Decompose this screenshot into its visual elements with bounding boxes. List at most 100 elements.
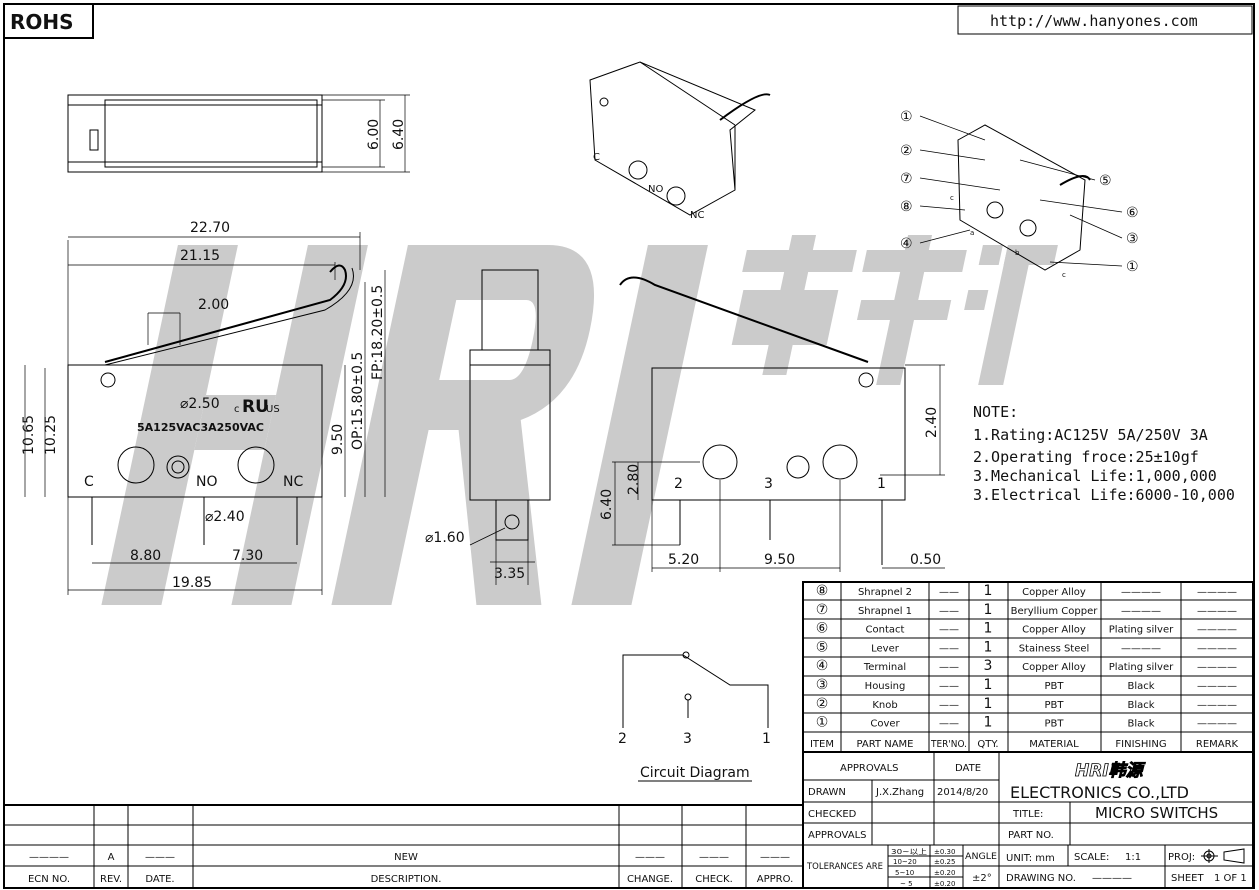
dim-2-00: 2.00 [198,297,229,313]
bom-cell-material: PBT [1045,681,1065,692]
drawing-no-value: ———— [1092,873,1132,884]
bom-cell-material: Beryllium Copper [1011,606,1099,617]
bom-cell-remark: ———— [1197,625,1237,636]
bom-cell-name: Shrapnel 2 [858,587,912,598]
notes: NOTE: 1.Rating:AC125V 5A/250V 3A 2.Opera… [973,403,1235,504]
dim-5-20: 5.20 [668,552,699,568]
bom-cell-finishing: Black [1127,700,1154,711]
revision-cell: ——— [760,852,790,863]
bom-cell-remark: ———— [1197,643,1237,654]
bom-header: PART NAME [856,739,913,750]
drawn-by: J.X.Zhang [875,787,924,798]
balloon-6: ⑥ [1126,205,1139,221]
bom-cell-remark: ———— [1197,681,1237,692]
dim-op: OP:15.80±0.5 [350,352,366,450]
scale-label: SCALE: [1074,852,1109,863]
bom-cell-name: Lever [871,643,900,654]
bom-cell-item: ⑦ [816,602,829,618]
title-label: TITLE: [1012,809,1043,820]
note-line: 3.Mechanical Life:1,000,000 [973,467,1217,485]
iso-mark-nc: NC [690,210,704,221]
dim-fp: FP:18.20±0.5 [370,285,386,380]
tol-value: ±0.20 [934,869,955,877]
circuit-caption: Circuit Diagram [640,765,750,781]
circuit-pin-2: 2 [618,731,627,747]
balloon-2: ② [900,143,913,159]
dim-22-70: 22.70 [190,220,230,236]
bom-header: ITEM [810,739,834,750]
bom-cell-ter: —— [939,625,959,636]
dim-9-50: 9.50 [330,424,346,455]
bom-cell-item: ④ [816,658,829,674]
tol-value: ±0.30 [934,848,955,856]
bom-cell-name: Contact [866,625,905,636]
url-box [957,5,1253,35]
letter-b: b [1015,249,1020,257]
balloon-1b: ① [1126,259,1139,275]
top-view: 6.00 6.40 [67,94,410,173]
iso-mark-c: C [593,152,600,163]
drawn-date: 2014/8/20 [937,787,988,798]
dim-6-40: 6.40 [599,489,615,520]
bom-cell-finishing: Black [1127,719,1154,730]
bom-cell-finishing: ———— [1121,587,1161,598]
dim-2-40: 2.40 [924,407,940,438]
title-block: APPROVALS DATE DRAWN J.X.Zhang 2014/8/20… [802,751,1254,889]
circuit-diagram: 2 3 1 Circuit Diagram [618,651,771,782]
proj-label: PROJ: [1168,852,1195,863]
tolerances-label: TOLERANCES ARE [806,862,883,872]
balloon-4: ④ [900,236,913,252]
revision-header: DATE. [145,874,174,885]
bom-cell-material: PBT [1045,719,1065,730]
tol-value: ±0.20 [934,880,955,888]
bom-cell-item: ③ [816,677,829,693]
bom-cell-item: ⑤ [816,639,829,655]
bom-cell-qty: 1 [984,621,993,637]
bom-cell-item: ② [816,696,829,712]
date-header: DATE [955,763,981,774]
circuit-pin-1: 1 [762,731,771,747]
circuit-pin-3: 3 [683,731,692,747]
bom-cell-item: ① [816,715,829,731]
drawing-title: MICRO SWITCHS [1095,804,1218,822]
unit-label: UNIT: mm [1006,853,1055,864]
dim-10-25: 10.25 [43,415,59,455]
bom-cell-material: PBT [1045,700,1065,711]
bom-cell-qty: 1 [984,677,993,693]
terminal-nc: NC [283,474,303,490]
bom-cell-name: Cover [870,719,900,730]
iso-mark-no: NO [648,184,663,195]
tol-range: 30~以上 [891,847,927,856]
note-line: 1.Rating:AC125V 5A/250V 3A [973,426,1208,444]
company-name: ELECTRONICS CO.,LTD [1010,783,1189,802]
letter-a: a [970,229,974,237]
bom-cell-ter: —— [939,643,959,654]
tol-range: 5~10 [895,869,914,877]
cert-ur: RU [242,397,269,417]
dim-8-80: 8.80 [130,548,161,564]
bom-header: MATERIAL [1029,739,1079,750]
dim-width-6-40: 6.40 [391,119,407,150]
bom-cell-ter: —— [939,606,959,617]
revision-block: ECN NO.REV.DATE.DESCRIPTION.CHANGE.CHECK… [3,804,804,889]
dim-19-85: 19.85 [172,575,212,591]
balloon-1: ① [900,109,913,125]
bom-cell-remark: ———— [1197,700,1237,711]
sheet-value: 1 OF 1 [1214,873,1247,884]
drawn-label: DRAWN [808,787,846,798]
bom-cell-material: Stainess Steel [1019,643,1090,654]
dim-dia-2-50: ⌀2.50 [180,396,220,412]
side-view: 22.70 21.15 2.00 10.65 10.25 9.50 OP:15.… [21,220,386,595]
cert-us: US [266,404,280,415]
bom-cell-remark: ———— [1197,662,1237,673]
tol-value: ±0.25 [934,858,955,866]
dim-0-50: 0.50 [910,552,941,568]
revision-header: REV. [100,874,122,885]
bom-cell-name: Terminal [863,662,906,673]
revision-header: CHANGE. [627,874,673,885]
website-url[interactable]: http://www.hanyones.com [990,12,1198,30]
company-logo: HRI韩源 [1075,761,1146,781]
dim-dia-1-60: ⌀1.60 [425,530,465,546]
